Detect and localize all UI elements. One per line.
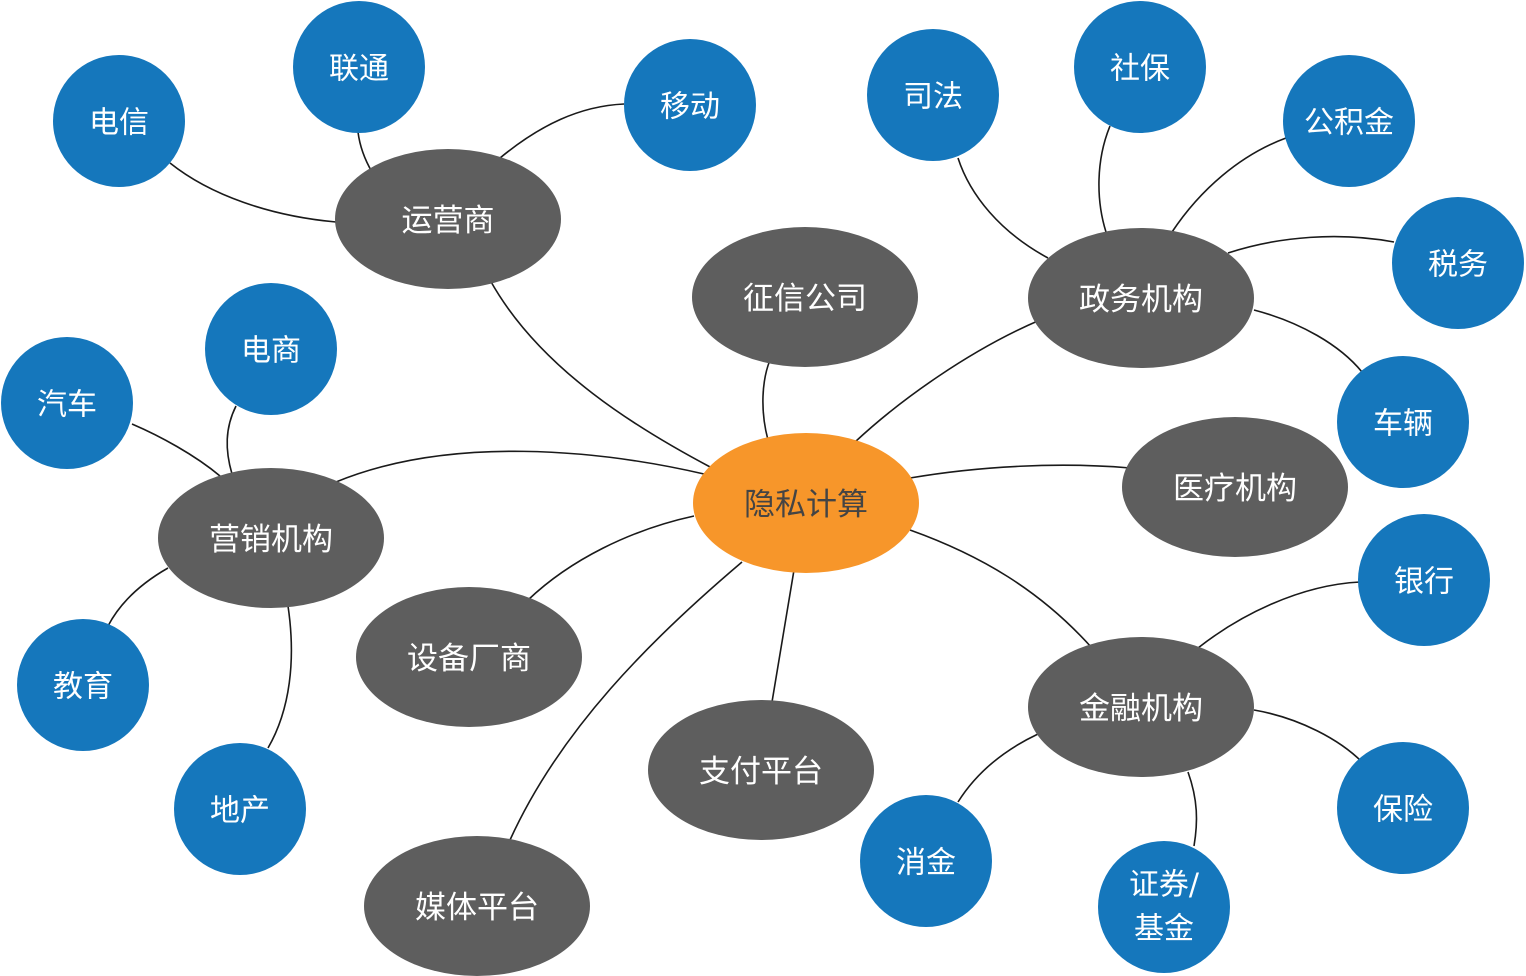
- edge-finance-bank: [1197, 581, 1361, 649]
- leaf-node-securities-fund: 证券/ 基金: [1098, 841, 1230, 973]
- edge-center-device: [527, 515, 695, 601]
- leaf-node-tax: 税务: [1392, 197, 1524, 329]
- edge-government-housing-fund: [1171, 137, 1287, 233]
- category-node-marketing: 营销机构: [158, 468, 384, 608]
- edge-government-vehicle: [1253, 309, 1363, 373]
- edge-finance-insurance: [1253, 709, 1363, 763]
- edge-center-payment: [771, 569, 795, 703]
- leaf-label-social-security: 社保: [1110, 52, 1170, 87]
- leaf-label-insurance: 保险: [1373, 793, 1433, 828]
- leaf-label-ecommerce: 电商: [241, 334, 301, 369]
- leaf-label-consumer-finance: 消金: [896, 846, 956, 881]
- category-label-device: 设备厂商: [407, 641, 531, 677]
- leaf-label-judicial: 司法: [903, 80, 963, 115]
- leaf-label-telecom: 电信: [89, 106, 149, 141]
- edge-finance-consumer-finance: [957, 733, 1039, 803]
- leaf-node-consumer-finance: 消金: [860, 795, 992, 927]
- edge-center-finance: [909, 529, 1093, 649]
- category-label-finance: 金融机构: [1079, 691, 1203, 727]
- edge-marketing-real-estate: [267, 605, 293, 749]
- category-label-payment: 支付平台: [699, 754, 823, 790]
- edge-operator-unicom: [357, 131, 373, 173]
- edge-finance-securities: [1187, 771, 1198, 847]
- category-node-medical: 医疗机构: [1122, 417, 1348, 557]
- leaf-label-real-estate: 地产: [210, 794, 270, 829]
- leaf-node-social-security: 社保: [1074, 1, 1206, 133]
- leaf-node-housing-fund: 公积金: [1283, 55, 1415, 187]
- leaf-label-unicom: 联通: [329, 52, 389, 87]
- leaf-node-mobile: 移动: [624, 39, 756, 171]
- edge-government-tax: [1227, 235, 1395, 254]
- category-node-operator: 运营商: [335, 149, 561, 289]
- leaf-node-unicom: 联通: [293, 1, 425, 133]
- edge-government-judicial: [957, 157, 1049, 259]
- leaf-node-telecom: 电信: [53, 55, 185, 187]
- leaf-label-education: 教育: [53, 670, 113, 705]
- edge-operator-telecom: [169, 162, 337, 223]
- category-node-finance: 金融机构: [1028, 637, 1254, 777]
- edge-government-social-security: [1098, 125, 1111, 233]
- category-label-medical: 医疗机构: [1173, 471, 1297, 507]
- leaf-node-vehicle: 车辆: [1337, 356, 1469, 488]
- leaf-label-vehicle: 车辆: [1373, 407, 1433, 442]
- leaf-label-mobile: 移动: [660, 90, 720, 125]
- edge-center-marketing: [335, 450, 705, 483]
- category-node-payment: 支付平台: [648, 700, 874, 840]
- edge-center-operator: [489, 279, 713, 469]
- edge-marketing-ecommerce: [226, 405, 237, 475]
- center-node-privacy-computing: 隐私计算: [693, 433, 919, 573]
- category-node-government: 政务机构: [1028, 228, 1254, 368]
- leaf-node-judicial: 司法: [867, 29, 999, 161]
- connector-lines: [107, 103, 1395, 847]
- leaf-node-real-estate: 地产: [174, 743, 306, 875]
- edge-center-media: [509, 561, 743, 841]
- leaf-label-auto: 汽车: [37, 388, 97, 423]
- category-nodes: 运营商 征信公司 政务机构 医疗机构 金融机构 支付平台 媒体平台 设备厂商: [158, 149, 1348, 976]
- category-label-government: 政务机构: [1079, 282, 1203, 318]
- category-label-operator: 运营商: [402, 203, 495, 239]
- leaf-label-housing-fund: 公积金: [1304, 106, 1394, 141]
- category-label-credit: 征信公司: [743, 281, 867, 317]
- leaf-node-ecommerce: 电商: [205, 283, 337, 415]
- leaf-node-auto: 汽车: [1, 337, 133, 469]
- edge-center-government: [854, 319, 1041, 443]
- edge-center-credit: [762, 359, 771, 441]
- category-node-device: 设备厂商: [356, 587, 582, 727]
- category-label-media: 媒体平台: [415, 890, 539, 926]
- category-label-marketing: 营销机构: [209, 522, 333, 558]
- center-node-label: 隐私计算: [744, 487, 868, 523]
- leaf-label-securities-line2: 基金: [1134, 912, 1194, 947]
- category-node-media: 媒体平台: [364, 836, 590, 976]
- leaf-label-securities-line1: 证券/: [1129, 868, 1200, 903]
- edge-marketing-auto: [131, 423, 221, 477]
- leaf-node-insurance: 保险: [1337, 742, 1469, 874]
- leaf-node-education: 教育: [17, 619, 149, 751]
- leaf-node-bank: 银行: [1358, 514, 1490, 646]
- category-node-credit: 征信公司: [692, 227, 918, 367]
- edge-operator-mobile: [499, 103, 625, 159]
- edge-center-medical: [909, 464, 1131, 479]
- leaf-label-bank: 银行: [1394, 565, 1454, 600]
- leaf-label-tax: 税务: [1428, 248, 1488, 283]
- edge-marketing-education: [107, 567, 169, 627]
